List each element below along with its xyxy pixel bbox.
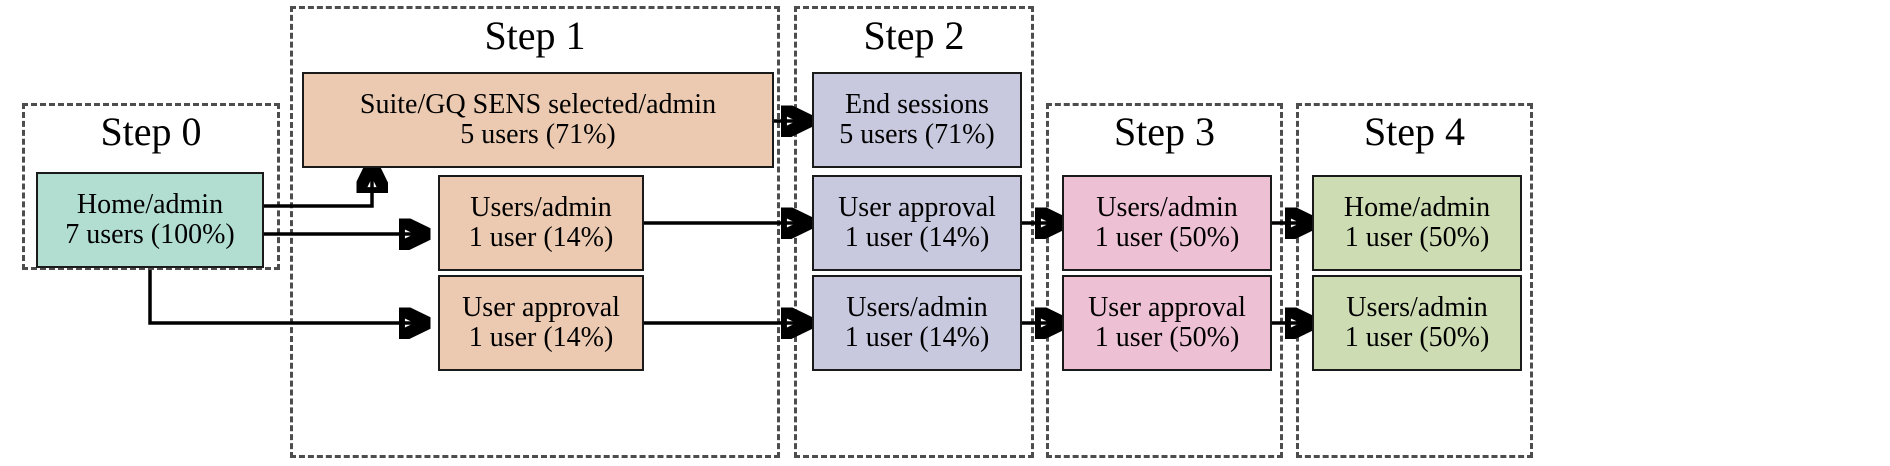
node-stat: 1 user (14%): [844, 322, 990, 353]
step-title-2: Step 2: [863, 13, 965, 58]
node-stat: 7 users (100%): [65, 219, 235, 250]
node-stat: 1 user (14%): [468, 222, 614, 253]
node-stat: 5 users (71%): [839, 119, 995, 150]
node-end-sessions-step2[interactable]: End sessions 5 users (71%): [812, 72, 1022, 168]
node-label: User approval: [1088, 292, 1246, 324]
node-label: User approval: [838, 192, 996, 224]
node-label: Users/admin: [1346, 292, 1488, 324]
node-label: Users/admin: [1096, 192, 1238, 224]
node-users-admin-step3[interactable]: Users/admin 1 user (50%): [1062, 175, 1272, 271]
node-label: Users/admin: [470, 192, 612, 224]
node-label: Home/admin: [76, 189, 224, 221]
step-title-1: Step 1: [484, 13, 586, 58]
node-user-approval-step2[interactable]: User approval 1 user (14%): [812, 175, 1022, 271]
node-label: Users/admin: [846, 292, 988, 324]
node-users-admin-step2[interactable]: Users/admin 1 user (14%): [812, 275, 1022, 371]
node-users-admin-step1[interactable]: Users/admin 1 user (14%): [438, 175, 644, 271]
step-group-4: [1296, 103, 1533, 458]
node-stat: 1 user (50%): [1344, 222, 1490, 253]
node-stat: 1 user (50%): [1094, 222, 1240, 253]
node-users-admin-step4[interactable]: Users/admin 1 user (50%): [1312, 275, 1522, 371]
node-label: End sessions: [845, 89, 989, 121]
step-title-4: Step 4: [1363, 109, 1466, 154]
step-group-3: [1046, 103, 1283, 458]
node-label: Suite/GQ SENS selected/admin: [359, 89, 717, 121]
node-stat: 1 user (14%): [468, 322, 614, 353]
node-stat: 1 user (14%): [844, 222, 990, 253]
node-stat: 1 user (50%): [1094, 322, 1240, 353]
node-stat: 5 users (71%): [460, 119, 616, 150]
step-title-0: Step 0: [100, 109, 202, 154]
step-group-1: [290, 6, 780, 458]
node-label: Home/admin: [1343, 192, 1491, 224]
node-user-approval-step1[interactable]: User approval 1 user (14%): [438, 275, 644, 371]
node-stat: 1 user (50%): [1344, 322, 1490, 353]
node-home-admin-step0[interactable]: Home/admin 7 users (100%): [36, 172, 264, 268]
node-suite-gq-sens-selected-admin[interactable]: Suite/GQ SENS selected/admin 5 users (71…: [302, 72, 774, 168]
node-label: User approval: [462, 292, 620, 324]
step-title-3: Step 3: [1113, 109, 1216, 154]
node-user-approval-step3[interactable]: User approval 1 user (50%): [1062, 275, 1272, 371]
node-home-admin-step4[interactable]: Home/admin 1 user (50%): [1312, 175, 1522, 271]
